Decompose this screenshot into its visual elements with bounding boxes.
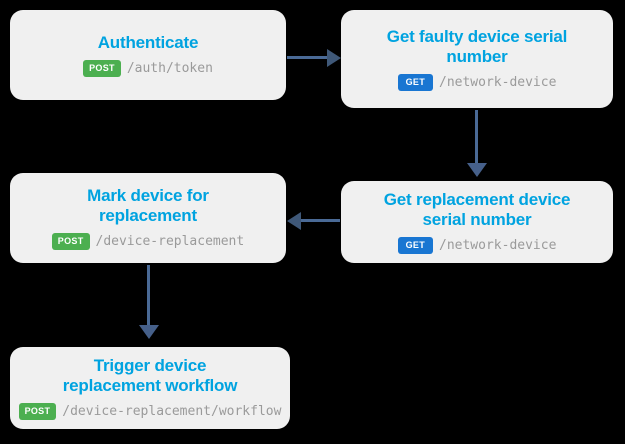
arrowhead-down-icon <box>138 325 159 339</box>
node-title: Trigger device replacement workflow <box>62 356 238 395</box>
endpoint-path: /auth/token <box>126 60 213 76</box>
node-title: Mark device for replacement <box>87 186 209 225</box>
connector-line <box>287 56 329 59</box>
endpoint-path: /network-device <box>439 74 557 90</box>
arrowhead-down-icon <box>466 163 487 177</box>
node-endpoint: POST /auth/token <box>83 60 213 77</box>
node-endpoint: POST /device-replacement <box>51 233 245 250</box>
node-get-faulty-device[interactable]: Get faulty device serial number GET /net… <box>341 10 613 108</box>
arrowhead-right-icon <box>327 48 341 67</box>
node-title: Get faulty device serial number <box>386 27 568 66</box>
node-title: Get replacement device serial number <box>383 190 571 229</box>
method-badge-get: GET <box>397 74 433 91</box>
node-mark-device-for-replacement[interactable]: Mark device for replacement POST /device… <box>10 173 286 263</box>
arrowhead-left-icon <box>287 211 301 230</box>
node-get-replacement-device[interactable]: Get replacement device serial number GET… <box>341 181 613 263</box>
endpoint-path: /device-replacement <box>95 233 245 249</box>
method-badge-post: POST <box>83 60 121 77</box>
connector-line <box>147 265 150 328</box>
connector-line <box>475 110 478 168</box>
method-badge-post: POST <box>51 233 90 250</box>
method-badge-post: POST <box>18 403 57 420</box>
connector-line <box>300 219 340 222</box>
node-endpoint: POST /device-replacement/workflow <box>18 403 282 420</box>
endpoint-path: /device-replacement/workflow <box>62 403 282 419</box>
node-title: Authenticate <box>97 33 199 52</box>
method-badge-get: GET <box>397 237 433 254</box>
node-authenticate[interactable]: Authenticate POST /auth/token <box>10 10 286 100</box>
endpoint-path: /network-device <box>439 237 557 253</box>
node-endpoint: GET /network-device <box>397 74 557 91</box>
node-endpoint: GET /network-device <box>397 237 557 254</box>
node-trigger-device-replacement-workflow[interactable]: Trigger device replacement workflow POST… <box>10 347 290 429</box>
